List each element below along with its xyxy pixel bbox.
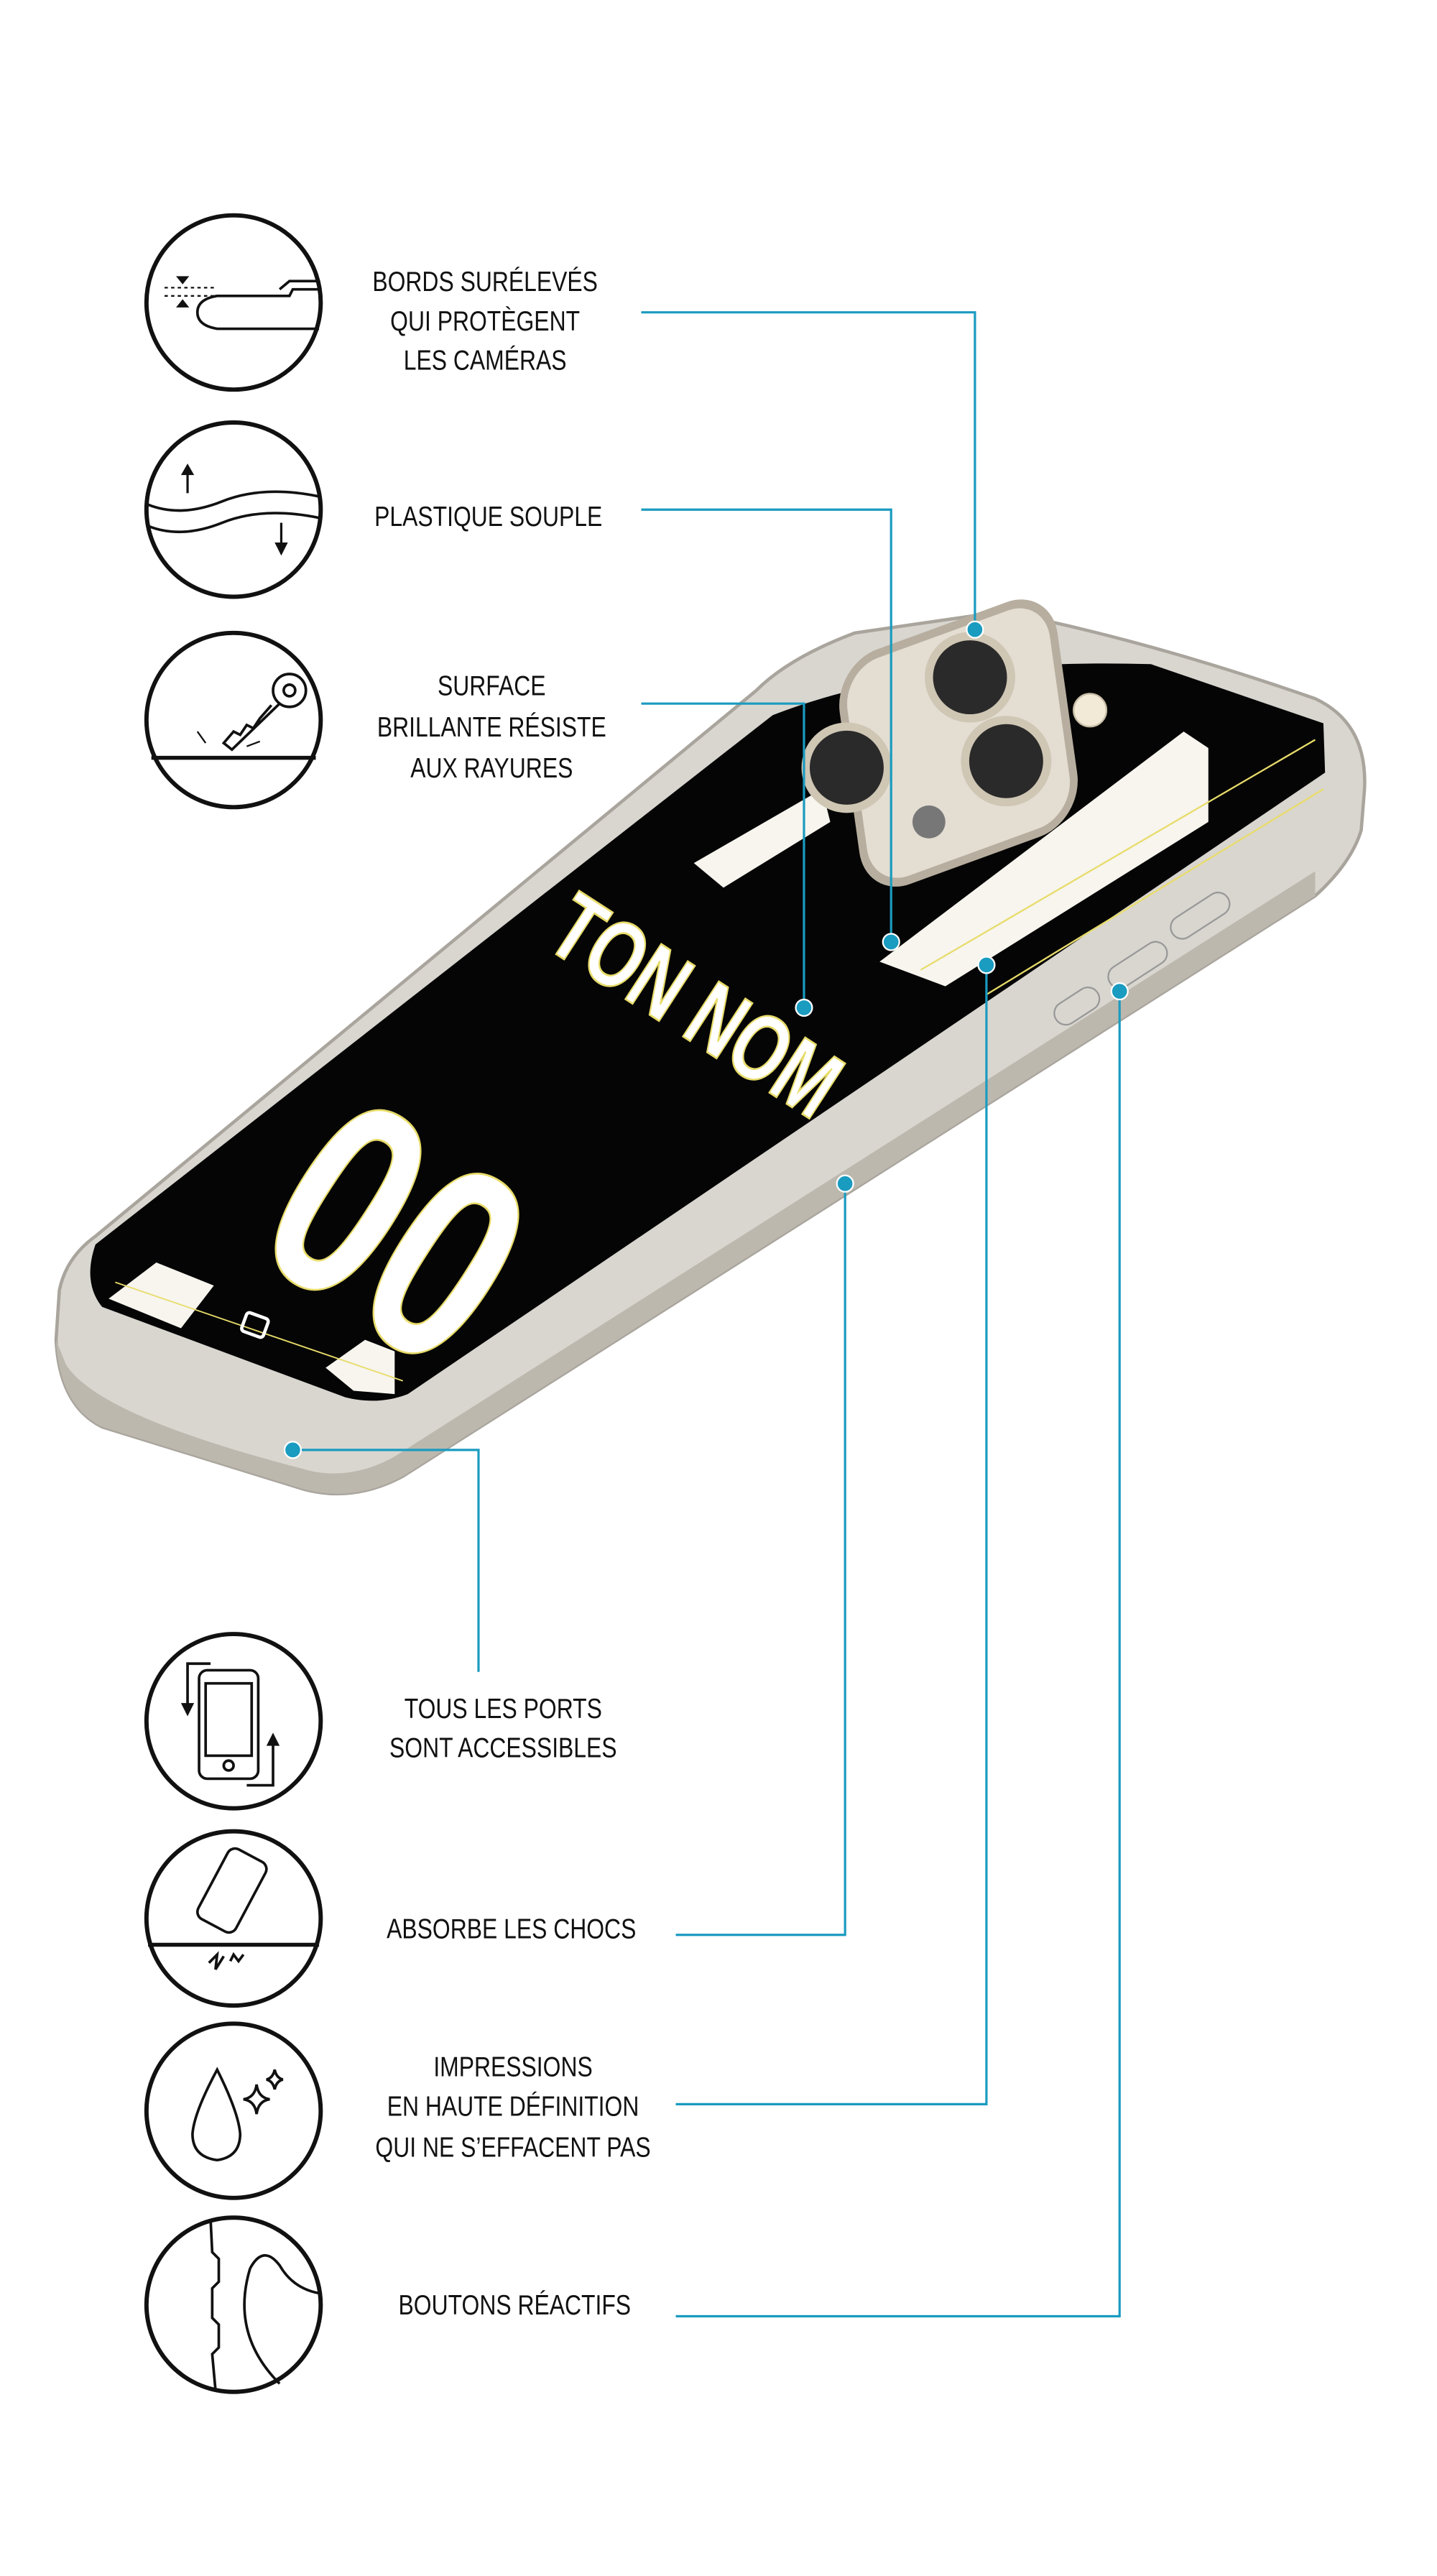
svg-text:QUI PROTÈGENT: QUI PROTÈGENT <box>390 305 580 337</box>
callout-lines <box>283 311 1129 2318</box>
label-hd-print: IMPRESSIONS EN HAUTE DÉFINITION QUI NE S… <box>375 2051 650 2164</box>
scratch-resistant-icon <box>144 630 323 810</box>
hd-print-icon <box>144 2021 323 2200</box>
svg-text:PLASTIQUE SOUPLE: PLASTIQUE SOUPLE <box>374 501 602 532</box>
side-button <box>1107 941 1168 989</box>
svg-text:IMPRESSIONS: IMPRESSIONS <box>433 2051 592 2083</box>
svg-text:AUX RAYURES: AUX RAYURES <box>410 752 573 784</box>
ports-accessible-icon <box>144 1632 323 1811</box>
shock-absorb-icon <box>144 1829 323 2008</box>
flexible-plastic-icon <box>144 420 323 599</box>
label-responsive-buttons: BOUTONS RÉACTIFS <box>399 2289 632 2321</box>
phone-case-illustration: TON NOM 00 <box>54 599 1367 1496</box>
svg-text:LES CAMÉRAS: LES CAMÉRAS <box>404 345 567 377</box>
svg-text:BOUTONS RÉACTIFS: BOUTONS RÉACTIFS <box>399 2289 632 2321</box>
brand-logo <box>240 1311 270 1339</box>
stripe <box>693 789 831 888</box>
responsive-buttons-icon <box>144 2215 323 2394</box>
svg-text:TOUS LES PORTS: TOUS LES PORTS <box>405 1693 602 1725</box>
svg-text:BORDS SURÉLEVÉS: BORDS SURÉLEVÉS <box>372 266 598 297</box>
side-button <box>1053 987 1101 1026</box>
svg-text:SONT ACCESSIBLES: SONT ACCESSIBLES <box>389 1732 617 1764</box>
label-scratch-resistant: SURFACE BRILLANTE RÉSISTE AUX RAYURES <box>377 670 606 784</box>
lidar-sensor <box>912 805 946 839</box>
side-button <box>1170 891 1231 940</box>
camera-lens <box>961 716 1052 807</box>
raised-edges-icon <box>144 213 323 392</box>
camera-lens <box>925 632 1015 723</box>
label-raised-edges: BORDS SURÉLEVÉS QUI PROTÈGENT LES CAMÉRA… <box>372 266 598 377</box>
label-flexible-plastic: PLASTIQUE SOUPLE <box>374 501 602 532</box>
label-ports-accessible: TOUS LES PORTS SONT ACCESSIBLES <box>389 1693 617 1764</box>
camera-bump <box>801 599 1108 887</box>
case-back <box>90 663 1326 1401</box>
svg-text:EN HAUTE DÉFINITION: EN HAUTE DÉFINITION <box>387 2090 639 2122</box>
svg-text:SURFACE: SURFACE <box>438 670 546 702</box>
svg-text:ABSORBE LES CHOCS: ABSORBE LES CHOCS <box>387 1913 636 1944</box>
stripe <box>108 1262 214 1329</box>
stripe <box>879 731 1209 987</box>
camera-flash <box>1073 693 1108 728</box>
camera-lens <box>801 722 892 813</box>
feature-labels: BORDS SURÉLEVÉS QUI PROTÈGENT LES CAMÉRA… <box>372 266 650 2321</box>
svg-text:QUI NE S’EFFACENT PAS: QUI NE S’EFFACENT PAS <box>375 2132 650 2164</box>
svg-text:BRILLANTE RÉSISTE: BRILLANTE RÉSISTE <box>377 711 606 743</box>
label-shock-absorb: ABSORBE LES CHOCS <box>387 1913 636 1944</box>
